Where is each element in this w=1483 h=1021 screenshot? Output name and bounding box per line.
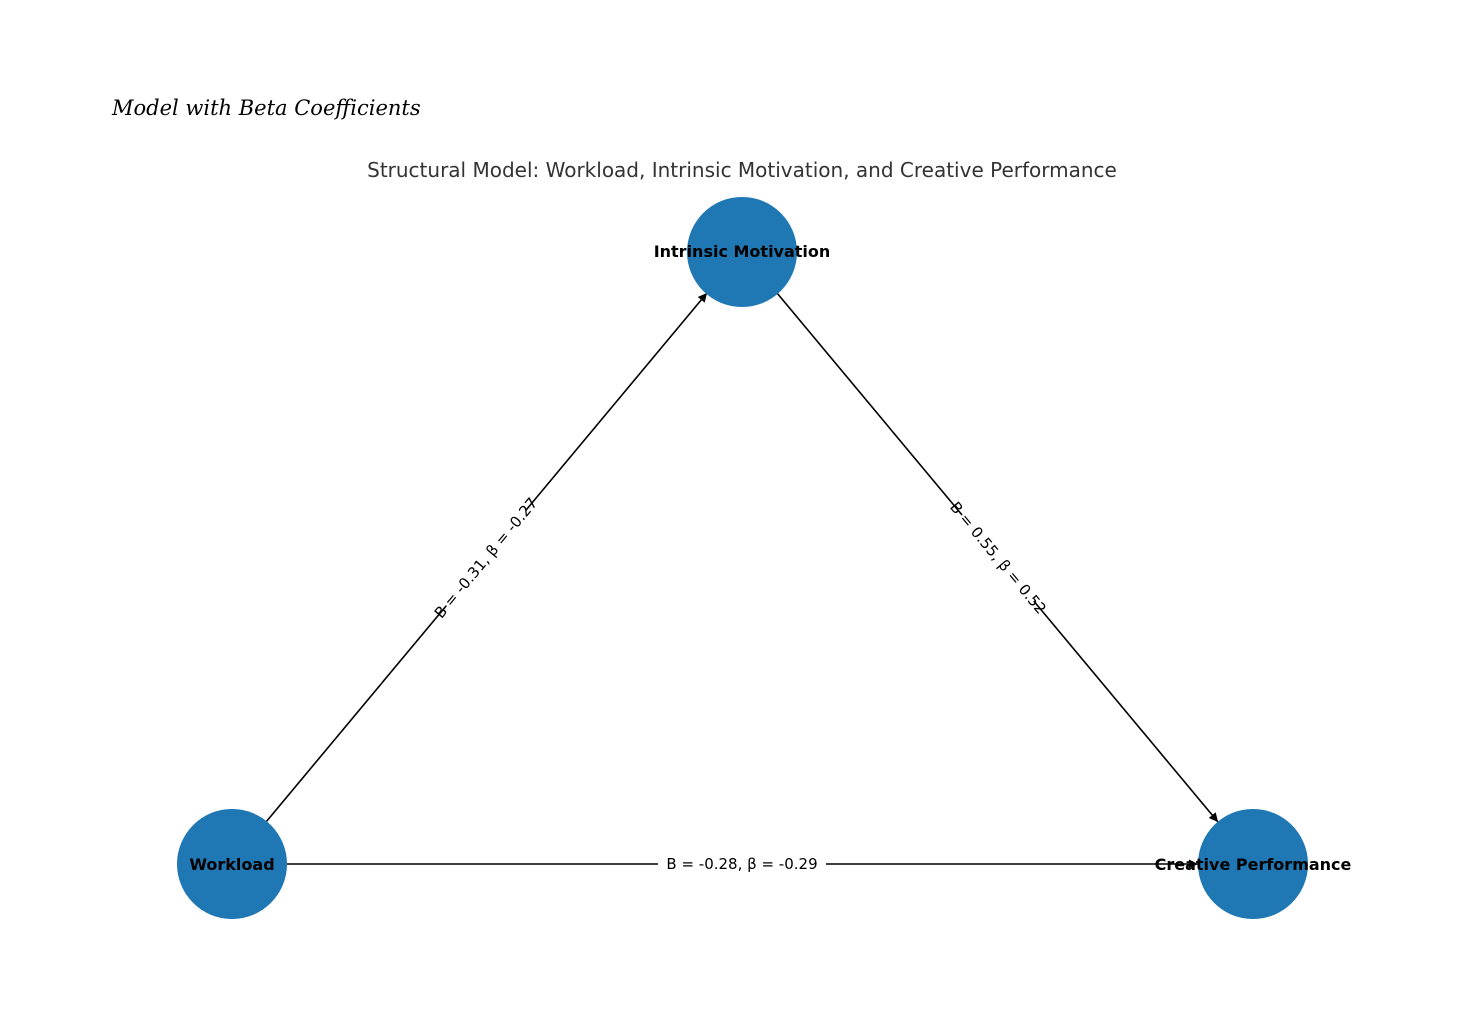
edge-label-workload-performance: B = -0.28, β = -0.29 <box>666 855 817 873</box>
edge-labels-layer: B = -0.31, β = -0.27 B = 0.55, β = 0.52 … <box>431 494 1050 875</box>
node-workload <box>177 809 287 919</box>
figure-caption: Model with Beta Coefficients <box>112 96 421 120</box>
nodes-layer <box>177 197 1308 919</box>
node-label-creative-performance: Creative Performance <box>1155 855 1352 874</box>
diagram-title: Structural Model: Workload, Intrinsic Mo… <box>367 158 1117 182</box>
edge-label-workload-motivation: B = -0.31, β = -0.27 <box>431 494 542 622</box>
edge-label-group-workload-motivation: B = -0.31, β = -0.27 <box>431 494 542 622</box>
node-intrinsic-motivation <box>687 197 797 307</box>
edge-label-motivation-performance: B = 0.55, β = 0.52 <box>946 498 1050 617</box>
node-label-workload: Workload <box>189 855 274 874</box>
node-label-intrinsic-motivation: Intrinsic Motivation <box>654 242 831 261</box>
node-labels-layer: Intrinsic Motivation Workload Creative P… <box>189 242 1351 874</box>
edge-label-group-motivation-performance: B = 0.55, β = 0.52 <box>946 498 1050 617</box>
node-creative-performance <box>1198 809 1308 919</box>
edges-layer <box>265 292 1219 869</box>
edge-label-group-workload-performance: B = -0.28, β = -0.29 <box>658 853 826 875</box>
